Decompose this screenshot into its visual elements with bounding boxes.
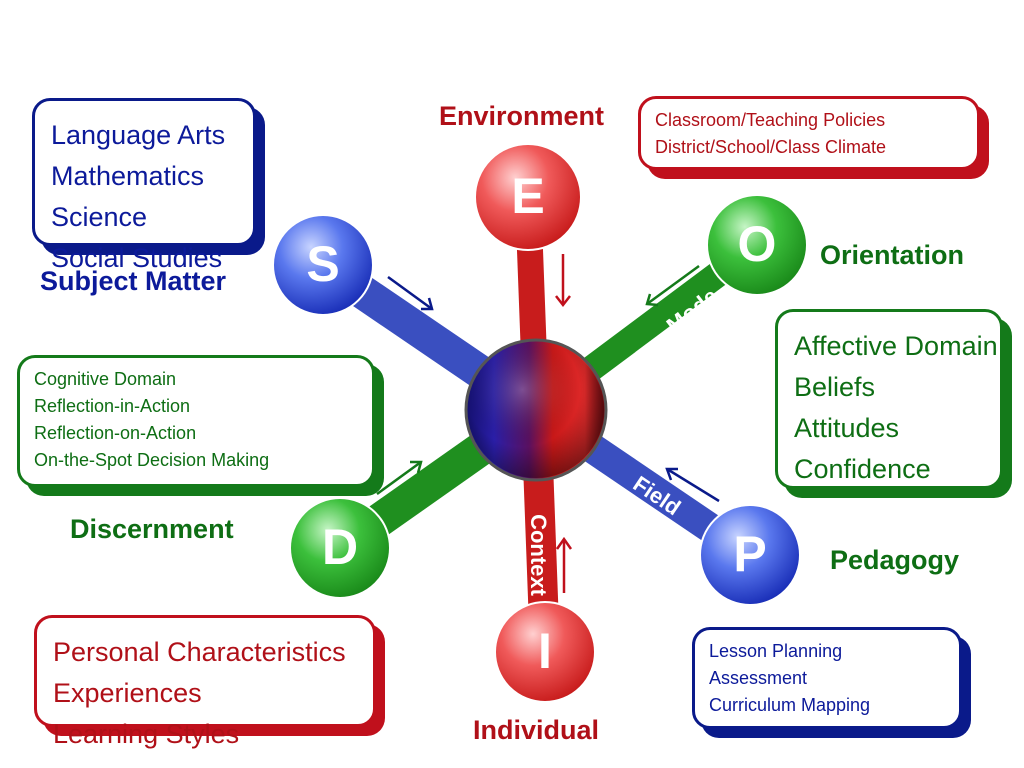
node-o-letter: O	[738, 216, 777, 272]
node-e-circle	[474, 143, 582, 251]
individual-item: Learning Styles	[53, 719, 240, 749]
label-individual: Individual	[473, 715, 600, 745]
arrow-d-from-hub	[376, 460, 423, 496]
discernment-item: Reflection-in-Action	[34, 396, 191, 416]
environment-item: Classroom/Teaching Policies	[655, 110, 886, 130]
node-p-letter: P	[733, 526, 766, 582]
discernment-box: Cognitive Domain Reflection-in-Action Re…	[17, 355, 375, 487]
subject-item: Social Studies	[51, 243, 223, 273]
label-subject-matter: Subject Matter	[40, 266, 227, 296]
discernment-item: On-the-Spot Decision Making	[34, 450, 270, 470]
center-hub-shade	[468, 342, 604, 478]
orientation-box: Affective Domain Beliefs Attitudes Confi…	[775, 309, 1003, 489]
subject-matter-box: Language Arts Mathematics Science Social…	[32, 98, 256, 273]
arrow-o-to-hub	[645, 264, 700, 307]
individual-box: Personal Characteristics Experiences Lea…	[34, 615, 376, 749]
pedagogy-item: Lesson Planning	[709, 641, 843, 661]
label-discernment: Discernment	[70, 514, 234, 544]
node-d-circle	[289, 497, 391, 599]
arrow-s-to-hub	[387, 275, 434, 311]
environment-item: District/School/Class Climate	[655, 137, 887, 157]
pedagogy-item: Curriculum Mapping	[709, 695, 871, 715]
orientation-item: Beliefs	[794, 372, 876, 402]
label-orientation: Orientation	[820, 240, 965, 270]
node-e-letter: E	[511, 168, 544, 224]
arrow-e-to-hub	[555, 254, 571, 308]
spoke-label-context: Context	[526, 514, 551, 597]
node-o-circle	[706, 194, 808, 296]
discernment-item: Reflection-on-Action	[34, 423, 197, 443]
node-s-circle	[272, 214, 374, 316]
node-i-circle	[494, 601, 596, 703]
label-pedagogy: Pedagogy	[830, 545, 960, 575]
label-environment: Environment	[439, 101, 605, 131]
environment-box: Classroom/Teaching Policies District/Sch…	[638, 96, 980, 170]
subject-item: Mathematics	[51, 161, 205, 191]
orientation-item: Attitudes	[794, 413, 900, 443]
node-d-letter: D	[322, 519, 358, 575]
individual-item: Personal Characteristics	[53, 637, 346, 667]
subject-item: Language Arts	[51, 120, 226, 150]
discernment-item: Cognitive Domain	[34, 369, 177, 389]
node-p-circle	[699, 504, 801, 606]
orientation-item: Affective Domain	[794, 331, 998, 361]
individual-item: Experiences	[53, 678, 202, 708]
orientation-item: Confidence	[794, 454, 931, 484]
node-i-letter: I	[538, 623, 552, 679]
subject-item: Science	[51, 202, 148, 232]
arrow-i-to-hub	[555, 536, 573, 593]
node-s-letter: S	[306, 236, 339, 292]
pedagogy-box: Lesson Planning Assessment Curriculum Ma…	[692, 627, 962, 729]
pedagogy-item: Assessment	[709, 668, 808, 688]
arrow-p-to-hub	[665, 467, 720, 503]
